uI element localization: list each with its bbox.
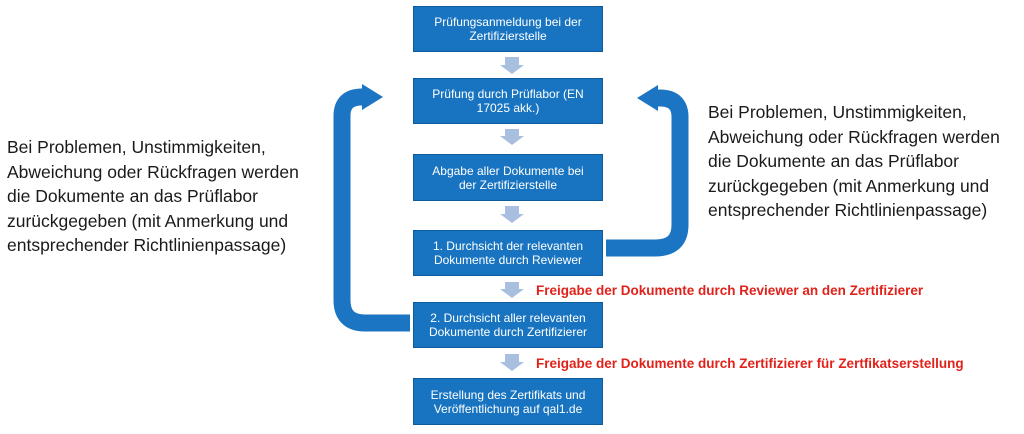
- step-reviewer-check-label: 1. Durchsicht der relevanten Dokumente d…: [432, 239, 584, 267]
- step-certifier-check: 2. Durchsicht aller relevanten Dokumente…: [413, 302, 603, 348]
- left-return-note: Bei Problemen, Unstimmigkeiten, Abweichu…: [7, 137, 299, 255]
- down-arrow-1: [500, 57, 524, 74]
- right-loop-arrowhead: [637, 85, 658, 111]
- step-registration-label: Prüfungsanmeldung bei der Zertifizierste…: [434, 15, 582, 43]
- step-lab-testing-label: Prüfung durch Prüflabor (EN 17025 akk.): [432, 87, 584, 115]
- step-document-submission: Abgabe aller Dokumente bei der Zertifizi…: [413, 154, 603, 201]
- down-arrow-2: [500, 129, 524, 145]
- right-return-note: Bei Problemen, Unstimmigkeiten, Abweichu…: [708, 102, 1000, 220]
- step-lab-testing: Prüfung durch Prüflabor (EN 17025 akk.): [413, 78, 603, 124]
- down-arrow-5: [500, 354, 524, 371]
- step-registration: Prüfungsanmeldung bei der Zertifizierste…: [413, 6, 603, 52]
- right-loop-arrow: [606, 89, 689, 257]
- step-reviewer-check: 1. Durchsicht der relevanten Dokumente d…: [413, 230, 603, 276]
- certifier-approval-note: Freigabe der Dokumente durch Zertifizier…: [536, 356, 964, 371]
- step-certificate-issue: Erstellung des Zertifikats und Veröffent…: [413, 378, 603, 425]
- down-arrow-3: [500, 206, 524, 223]
- step-certificate-issue-label: Erstellung des Zertifikats und Veröffent…: [430, 387, 586, 416]
- reviewer-approval-note: Freigabe der Dokumente durch Reviewer an…: [536, 283, 924, 298]
- step-certifier-check-label: 2. Durchsicht aller relevanten Dokumente…: [428, 311, 588, 339]
- left-loop-arrowhead: [362, 84, 383, 110]
- step-document-submission-label: Abgabe aller Dokumente bei der Zertifizi…: [432, 163, 584, 192]
- down-arrow-4: [500, 282, 524, 298]
- left-loop-arrow: [333, 88, 410, 332]
